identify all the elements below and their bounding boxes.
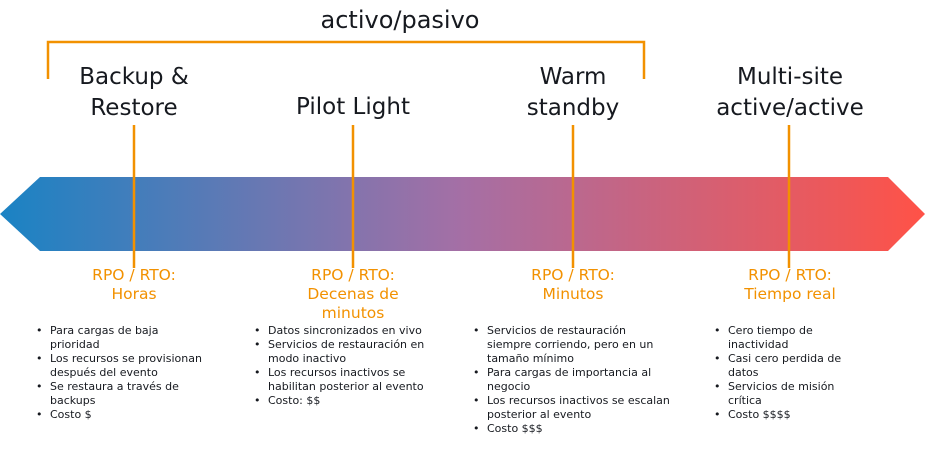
strategy-title-pilot-light: Pilot Light [296,94,410,120]
activo-pasivo-bracket [46,40,646,79]
list-item: Costo $$$ [473,422,703,436]
rpo-rto-backup-restore: RPO / RTO:Horas [92,266,176,303]
list-item: Costo: $$ [254,394,464,408]
strategy-title-backup-restore: Backup &Restore [79,64,189,121]
list-item: Los recursos inactivos se escalanposteri… [473,394,703,422]
list-item: Costo $ [36,408,236,422]
list-item: Costo $$$$ [714,408,904,422]
spectrum-arrow [0,177,925,251]
bullet-list-pilot-light: Datos sincronizados en vivo Servicios de… [254,324,464,408]
rpo-rto-multi-site: RPO / RTO:Tiempo real [744,266,836,303]
rpo-rto-warm-standby: RPO / RTO:Minutos [531,266,615,303]
group-label: activo/pasivo [320,6,480,34]
list-item: Datos sincronizados en vivo [254,324,464,338]
